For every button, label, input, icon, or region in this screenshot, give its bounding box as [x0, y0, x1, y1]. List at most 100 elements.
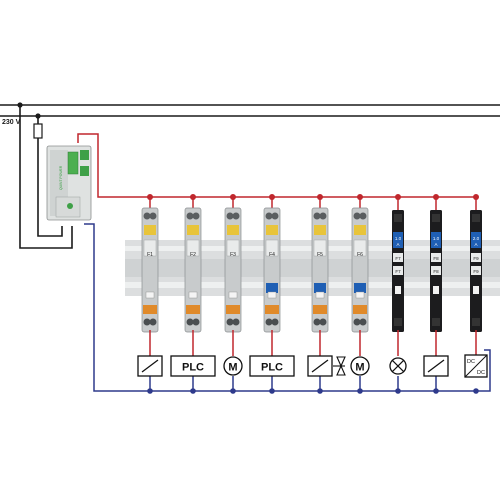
indicator-window — [188, 291, 198, 299]
load-relay-2 — [307, 355, 333, 377]
load-motor-2: M — [350, 356, 370, 376]
status-led — [227, 225, 239, 235]
terminal-screw-icon — [186, 318, 194, 326]
power-supply: QUINT POWER — [46, 145, 92, 221]
label-plate — [431, 253, 441, 262]
indicator-window — [145, 291, 155, 299]
terminal-screw-icon — [143, 318, 151, 326]
indicator-window — [315, 291, 325, 299]
terminal-screw-icon — [265, 318, 273, 326]
terminal-screw-icon — [192, 212, 200, 220]
load-relay-1 — [137, 355, 163, 377]
output-terminal — [186, 305, 200, 314]
terminal-screw-icon — [149, 318, 157, 326]
breaker-label-upper: F9 — [473, 256, 479, 261]
psu-label: QUINT POWER — [59, 165, 63, 190]
output-terminal — [313, 305, 327, 314]
rating-label — [431, 232, 441, 248]
plc-box — [170, 355, 216, 377]
return-junction-node — [317, 388, 323, 394]
breaker-label-lower: F9 — [473, 269, 479, 274]
status-led — [266, 225, 278, 235]
indicator-window — [473, 286, 479, 294]
terminal-screw-icon — [192, 318, 200, 326]
negative-bus — [84, 223, 491, 392]
load-motor-1: M — [223, 356, 243, 376]
reset-button[interactable] — [314, 283, 326, 293]
plc-box — [249, 355, 295, 377]
terminal-screw-icon — [394, 318, 402, 326]
output-terminal — [143, 305, 157, 314]
terminal-screw-icon — [186, 212, 194, 220]
rating-label — [471, 232, 481, 248]
rating-label — [393, 232, 403, 248]
label-plate — [313, 239, 327, 257]
terminal-screw-icon — [359, 212, 367, 220]
breaker-label-lower: F7 — [395, 269, 401, 274]
return-junction-node — [395, 388, 401, 394]
converter-input-label: DC — [467, 359, 475, 365]
electronic-breaker-2[interactable]: F2 — [184, 194, 202, 333]
terminal-screw-icon — [353, 318, 361, 326]
load-valve — [336, 356, 346, 376]
label-plate — [143, 239, 157, 257]
terminal-screw-icon — [359, 318, 367, 326]
motor-label: M — [355, 362, 364, 374]
return-junction-node — [190, 388, 196, 394]
motor-icon — [223, 356, 243, 376]
label-plate — [393, 253, 403, 262]
mains-node-n — [35, 113, 41, 119]
motor-icon — [350, 356, 370, 376]
label-plate — [265, 239, 279, 257]
terminal-screw-icon — [226, 212, 234, 220]
label-plate — [431, 266, 441, 275]
load-plc-1: PLC — [170, 355, 216, 377]
label-plate — [226, 239, 240, 257]
return-junction-node — [147, 388, 153, 394]
relay-diagonal — [311, 359, 329, 373]
electronic-breaker-1[interactable]: F1 — [141, 194, 159, 333]
reset-button[interactable] — [354, 283, 366, 293]
return-junction-node — [433, 388, 439, 394]
terminal-screw-icon — [432, 214, 440, 222]
indicator-window — [355, 291, 365, 299]
breaker-label: F1 — [147, 252, 153, 258]
bus-junction-node — [433, 194, 439, 200]
electronic-breaker-4[interactable]: F4 — [263, 194, 281, 333]
label-plate — [393, 266, 403, 275]
label-plate — [471, 253, 481, 262]
terminal-screw-icon — [319, 318, 327, 326]
output-terminal — [226, 305, 240, 314]
breaker-label: F3 — [230, 252, 236, 258]
status-led — [187, 225, 199, 235]
bus-junction-node — [357, 194, 363, 200]
indicator-window — [228, 291, 238, 299]
voltage-label: 230 V — [2, 119, 21, 126]
bus-junction-node — [473, 194, 479, 200]
terminal-screw-icon — [472, 318, 480, 326]
positive-bus — [77, 133, 478, 198]
relay-diagonal — [427, 359, 445, 373]
electronic-breaker-6[interactable]: F6 — [351, 194, 369, 333]
bus-junction-node — [395, 194, 401, 200]
reset-button[interactable] — [266, 283, 278, 293]
return-junction-node — [269, 388, 275, 394]
terminal-screw-icon — [472, 214, 480, 222]
electronic-breaker-5[interactable]: F5 — [311, 194, 329, 333]
converter-diagonal — [464, 354, 488, 378]
lamp-cross — [391, 359, 405, 373]
rating-unit: A — [396, 242, 399, 247]
return-junction-node — [357, 388, 363, 394]
bus-junction-node — [269, 194, 275, 200]
terminal-screw-icon — [143, 212, 151, 220]
status-led — [314, 225, 326, 235]
mains-fuse — [33, 123, 43, 139]
relay-diagonal — [141, 359, 159, 373]
rating-value: 1.0 — [395, 236, 402, 241]
terminal-screw-icon — [232, 318, 240, 326]
electronic-breaker-3[interactable]: F3 — [224, 194, 242, 333]
